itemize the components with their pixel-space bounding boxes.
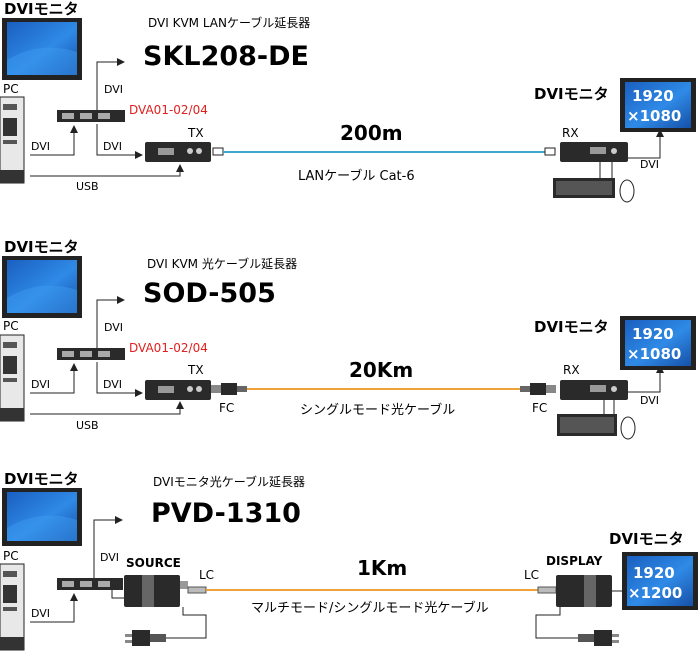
rx-label: RX: [563, 363, 580, 377]
monitor-right-label: DVIモニタ: [534, 85, 609, 103]
pc-tower-icon: [0, 563, 25, 651]
resolution-line1: 1920: [632, 87, 674, 105]
monitor-right-icon: [620, 78, 696, 132]
dvi-rx-label: DVI: [640, 158, 659, 171]
section-pvd1310: DVIモニタ DVIモニタ光ケーブル延長器 PVD-1310 PC DVI DV…: [0, 470, 698, 651]
arrow-splitter-to-tx: [96, 362, 143, 397]
monitor-right-label: DVIモニタ: [534, 318, 609, 336]
fc-right-label: FC: [532, 401, 547, 415]
lan-plug-left: [212, 147, 224, 156]
rx-device: [560, 380, 628, 400]
keyboard-mouse-icon: [557, 400, 636, 440]
splitter-label: DVA01-02/04: [129, 103, 208, 117]
monitor-left-icon: [2, 18, 82, 80]
power-adapter-icon: [578, 630, 619, 646]
pc-label: PC: [3, 319, 19, 333]
tx-device: [145, 142, 211, 162]
dvi-tx-label: DVI: [103, 140, 122, 153]
dvi-pc-label: DVI: [31, 607, 50, 620]
arrow-pc-to-splitter: [30, 125, 78, 156]
lc-right-label: LC: [524, 568, 539, 582]
rx-device: [560, 142, 628, 162]
splitter-label: DVA01-02/04: [129, 341, 208, 355]
pc-tower-icon: [0, 334, 25, 422]
monitor-right-icon: [620, 316, 696, 370]
dvi-rx-label: DVI: [640, 394, 659, 407]
arrow-rx-to-monitor: [628, 365, 664, 393]
resolution-line1: 1920: [633, 564, 675, 582]
dvi-up-label: DVI: [100, 551, 119, 564]
pc-tower-icon: [0, 96, 25, 184]
cable-label: シングルモード光ケーブル: [300, 402, 455, 418]
lc-left-label: LC: [199, 568, 214, 582]
dvi-up-label: DVI: [104, 83, 123, 96]
arrow-to-monitor: [96, 58, 125, 110]
rx-label: RX: [562, 126, 579, 140]
model-title: SKL208-DE: [143, 41, 309, 72]
usb-line: [30, 164, 184, 177]
usb-label: USB: [76, 180, 99, 193]
lc-connector-left: [187, 586, 207, 594]
usb-line: [30, 401, 184, 415]
fc-connector-left: [211, 383, 247, 395]
lan-plug-right: [544, 147, 556, 156]
source-label: SOURCE: [126, 556, 181, 570]
display-device: [556, 575, 612, 607]
dvi-tx-label: DVI: [103, 378, 122, 391]
tx-label: TX: [187, 126, 204, 140]
tx-device: [145, 380, 211, 400]
subtitle: DVI KVM 光ケーブル延長器: [147, 256, 297, 271]
section-skl208: DVIモニタ DVI KVM LANケーブル延長器 SKL208-DE PC D…: [0, 0, 696, 203]
display-label: DISPLAY: [546, 554, 603, 568]
splitter-device: [57, 348, 125, 360]
monitor-left-label: DVIモニタ: [4, 0, 79, 18]
source-device: [124, 575, 188, 607]
splitter-device: [57, 110, 125, 122]
usb-label: USB: [76, 419, 99, 432]
cable-label: マルチモード/シングルモード光ケーブル: [251, 600, 489, 616]
fc-left-label: FC: [219, 401, 234, 415]
resolution-line2: ×1200: [628, 584, 682, 602]
dvi-pc-label: DVI: [31, 378, 50, 391]
arrow-rx-to-monitor: [628, 129, 664, 159]
distance-label: 1Km: [357, 556, 407, 580]
distance-label: 20Km: [349, 358, 413, 382]
arrow-splitter-to-tx: [96, 124, 143, 159]
pc-label: PC: [3, 82, 19, 96]
resolution-line2: ×1080: [627, 107, 681, 125]
arrow-pc-to-splitter: [30, 593, 78, 623]
dvi-pc-label: DVI: [31, 140, 50, 153]
monitor-left-icon: [2, 256, 82, 318]
keyboard-mouse-icon: [553, 162, 635, 203]
resolution-line2: ×1080: [627, 345, 681, 363]
pc-label: PC: [3, 549, 19, 563]
monitor-left-label: DVIモニタ: [4, 238, 79, 256]
model-title: SOD-505: [143, 278, 276, 309]
arrow-to-monitor: [96, 296, 125, 348]
monitor-left-icon: [2, 488, 82, 546]
cable-label: LANケーブル Cat-6: [298, 168, 415, 184]
model-title: PVD-1310: [151, 498, 301, 529]
fc-connector-right: [520, 383, 556, 395]
source-power-line: [166, 607, 207, 639]
distance-label: 200m: [340, 121, 403, 145]
arrow-to-monitor: [93, 516, 123, 578]
display-power-line: [535, 607, 578, 639]
power-adapter-icon: [125, 630, 166, 646]
dvi-up-label: DVI: [104, 321, 123, 334]
monitor-left-label: DVIモニタ: [4, 470, 79, 488]
subtitle: DVIモニタ光ケーブル延長器: [153, 474, 305, 489]
section-sod505: DVIモニタ DVI KVM 光ケーブル延長器 SOD-505 PC DVA01…: [0, 238, 696, 440]
monitor-right-label: DVIモニタ: [609, 530, 684, 548]
lc-connector-right: [537, 586, 557, 594]
monitor-right-icon: [622, 552, 698, 610]
resolution-line1: 1920: [632, 325, 674, 343]
tx-label: TX: [187, 363, 204, 377]
splitter-device: [57, 578, 123, 590]
splitter-to-source-line: [111, 590, 124, 599]
subtitle: DVI KVM LANケーブル延長器: [148, 15, 310, 30]
arrow-pc-to-splitter: [30, 363, 78, 394]
